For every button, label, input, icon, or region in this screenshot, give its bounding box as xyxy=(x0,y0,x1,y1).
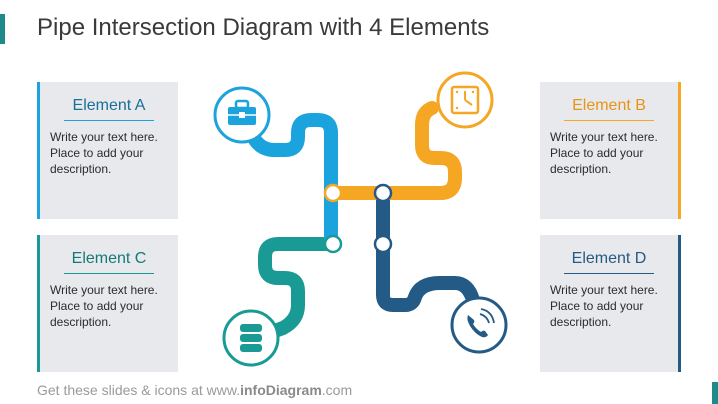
card-underline-element-b xyxy=(564,120,654,121)
pipe-blue xyxy=(248,113,338,251)
card-text-element-c: Write your text here. Place to add your … xyxy=(50,283,158,329)
junction-node xyxy=(323,234,343,254)
corner-accent-bar xyxy=(712,382,718,404)
junction-node xyxy=(373,183,393,203)
card-title-element-b: Element B xyxy=(572,97,646,114)
card-title-element-a: Element A xyxy=(72,97,146,114)
footer-suffix: .com xyxy=(321,382,353,398)
footer-credit: Get these slides & icons at www.infoDiag… xyxy=(37,382,352,398)
footer-brand: infoDiagram xyxy=(240,382,322,398)
card-underline-element-c xyxy=(64,273,154,274)
page-title: Pipe Intersection Diagram with 4 Element… xyxy=(37,14,490,41)
footer-prefix: Get these slides & icons at www. xyxy=(37,382,241,398)
card-text-element-b: Write your text here. Place to add your … xyxy=(550,130,658,176)
pipe-diagram xyxy=(213,71,508,367)
pipe-junctions xyxy=(323,183,393,254)
clock-icon xyxy=(436,71,494,129)
card-title-element-d: Element D xyxy=(571,250,647,267)
junction-node xyxy=(323,183,343,203)
card-element-b: Element B Write your text here. Place to… xyxy=(540,82,681,219)
pipe-teal xyxy=(258,237,342,339)
card-element-d: Element D Write your text here. Place to… xyxy=(540,235,681,372)
card-element-a: Element A Write your text here. Place to… xyxy=(37,82,178,219)
phone-icon xyxy=(450,296,508,354)
title-accent-bar xyxy=(0,14,5,44)
junction-node xyxy=(373,234,393,254)
card-text-element-a: Write your text here. Place to add your … xyxy=(50,130,158,176)
toolbox-icon xyxy=(213,86,271,144)
pipe-orange xyxy=(326,101,462,200)
card-element-c: Element C Write your text here. Place to… xyxy=(37,235,178,372)
card-text-element-d: Write your text here. Place to add your … xyxy=(550,283,658,329)
database-icon xyxy=(222,309,280,367)
card-underline-element-d xyxy=(564,273,654,274)
pipe-navy xyxy=(376,188,480,312)
card-underline-element-a xyxy=(64,120,154,121)
card-title-element-c: Element C xyxy=(71,250,147,267)
